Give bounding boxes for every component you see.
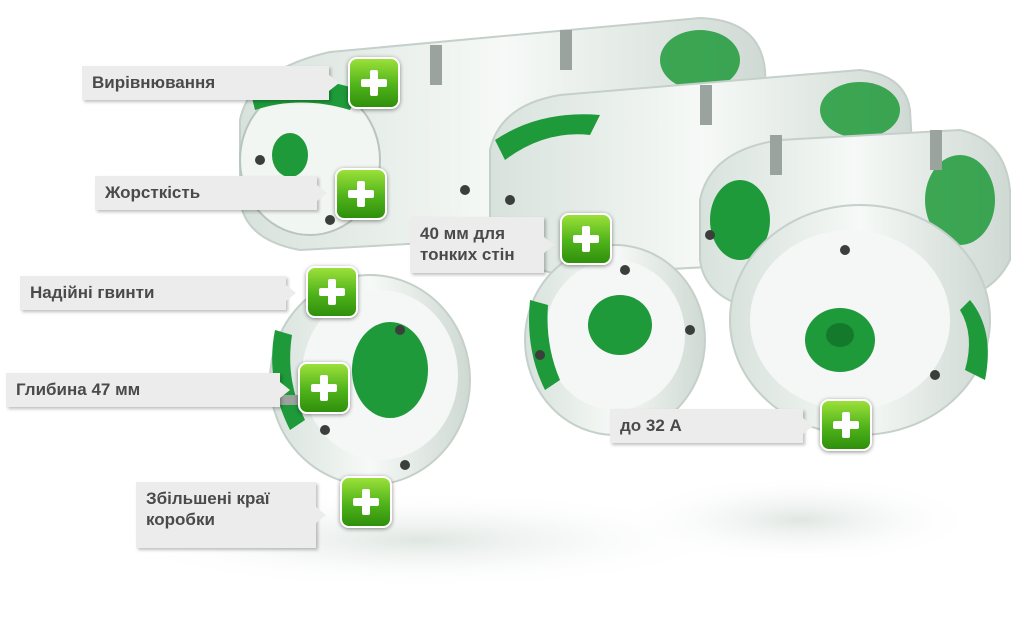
expand-button[interactable] bbox=[348, 57, 400, 109]
callout-label: Надійні гвинти bbox=[20, 276, 296, 310]
plus-icon bbox=[573, 226, 599, 252]
callout-label: 40 мм для тонких стін bbox=[410, 217, 554, 273]
callout-label: Жорсткість bbox=[95, 176, 327, 210]
expand-button[interactable] bbox=[820, 399, 872, 451]
single-box-left bbox=[269, 274, 471, 486]
expand-button[interactable] bbox=[560, 213, 612, 265]
expand-button[interactable] bbox=[306, 266, 358, 318]
screws bbox=[255, 155, 940, 470]
plus-icon bbox=[348, 181, 374, 207]
plus-icon bbox=[353, 489, 379, 515]
plus-icon bbox=[361, 70, 387, 96]
expand-button[interactable] bbox=[298, 362, 350, 414]
plus-icon bbox=[833, 412, 859, 438]
callout-label: Збільшені краї коробки bbox=[136, 482, 326, 548]
plus-icon bbox=[319, 279, 345, 305]
callout-label: Вирівнювання bbox=[82, 66, 339, 100]
plus-icon bbox=[311, 375, 337, 401]
callout-label: до 32 А bbox=[610, 409, 813, 443]
expand-button[interactable] bbox=[335, 168, 387, 220]
callout-label: Глибина 47 мм bbox=[6, 373, 290, 407]
single-box-center bbox=[524, 244, 706, 436]
single-box-front-right bbox=[729, 204, 991, 436]
expand-button[interactable] bbox=[340, 476, 392, 528]
